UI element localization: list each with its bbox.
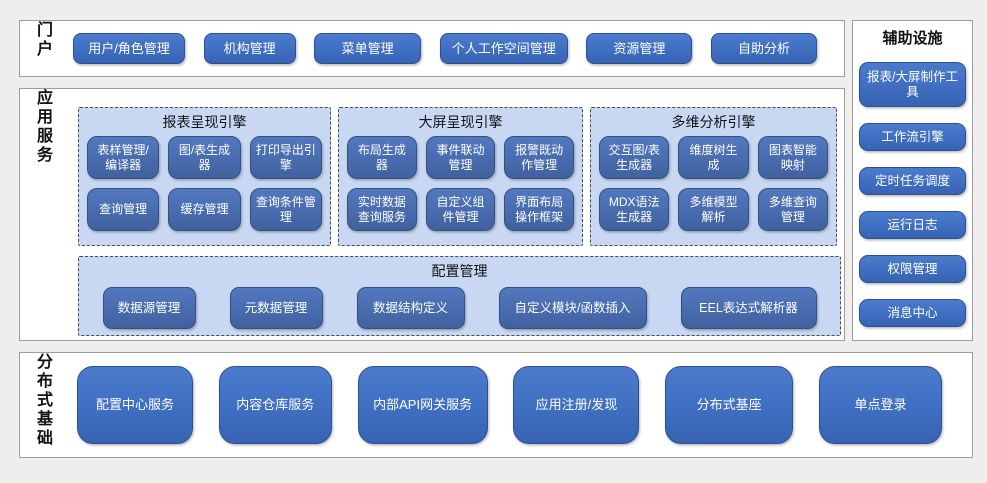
- item-run-log[interactable]: 运行日志: [859, 211, 966, 239]
- item-ui-layout-operation-framework[interactable]: 界面布局操作框架: [504, 188, 574, 231]
- distributed-foundation-section: 分布式基础 配置中心服务 内容仓库服务 内部API网关服务 应用注册/发现 分布…: [19, 352, 973, 458]
- portal-item-menu-mgmt[interactable]: 菜单管理: [314, 33, 422, 64]
- panel-title: 配置管理: [431, 263, 488, 279]
- portal-item-org-mgmt[interactable]: 机构管理: [203, 33, 296, 64]
- item-query-mgmt[interactable]: 查询管理: [87, 188, 160, 231]
- engine-panels: 报表呈现引擎 表样管理/编译器 图/表生成器 打印导出引擎 查询管理 缓存管理 …: [78, 107, 837, 246]
- item-internal-api-gateway-service[interactable]: 内部API网关服务: [357, 366, 488, 444]
- item-realtime-data-query-service[interactable]: 实时数据查询服务: [347, 188, 417, 231]
- item-style-mgmt-compiler[interactable]: 表样管理/编译器: [87, 136, 160, 179]
- portal-item-user-role-mgmt[interactable]: 用户/角色管理: [73, 33, 185, 64]
- item-multidim-query-mgmt[interactable]: 多维查询管理: [757, 188, 828, 231]
- item-event-linkage-mgmt[interactable]: 事件联动管理: [425, 136, 496, 179]
- item-cache-mgmt[interactable]: 缓存管理: [168, 188, 241, 231]
- portal-section-label: 门户: [34, 21, 51, 59]
- item-permission-mgmt[interactable]: 权限管理: [859, 255, 966, 283]
- portal-item-personal-workspace-mgmt[interactable]: 个人工作空间管理: [439, 33, 568, 64]
- item-interactive-chart-generator[interactable]: 交互图/表生成器: [599, 136, 670, 179]
- item-app-register-discovery[interactable]: 应用注册/发现: [513, 366, 640, 444]
- panel-title: 大屏呈现引擎: [418, 114, 503, 130]
- distributed-foundation-label: 分布式基础: [34, 353, 51, 448]
- item-query-condition-mgmt[interactable]: 查询条件管理: [249, 188, 322, 231]
- item-multidim-model-parsing[interactable]: 多维模型解析: [678, 188, 749, 231]
- app-services-section-label: 应用服务: [34, 89, 51, 165]
- panel-multidim-analysis-engine: 多维分析引擎 交互图/表生成器 维度树生成 图表智能映射 MDX语法生成器 多维…: [590, 107, 837, 246]
- distributed-button-row: 配置中心服务 内容仓库服务 内部API网关服务 应用注册/发现 分布式基座 单点…: [77, 353, 942, 457]
- panel-config-mgmt: 配置管理 数据源管理 元数据管理 数据结构定义 自定义模块/函数插入 EEL表达…: [78, 256, 841, 336]
- panel-bigscreen-render-engine: 大屏呈现引擎 布局生成器 事件联动管理 报警既动作管理 实时数据查询服务 自定义…: [338, 107, 583, 246]
- item-content-repository-service[interactable]: 内容仓库服务: [218, 366, 332, 444]
- item-eel-expression-parser[interactable]: EEL表达式解析器: [680, 287, 817, 329]
- item-data-structure-definition[interactable]: 数据结构定义: [356, 287, 465, 329]
- item-distributed-base[interactable]: 分布式基座: [665, 366, 794, 444]
- portal-section: 门户 用户/角色管理 机构管理 菜单管理 个人工作空间管理 资源管理 自助分析: [19, 20, 845, 77]
- portal-item-self-service-analysis[interactable]: 自助分析: [710, 33, 817, 64]
- auxiliary-facilities-title: 辅助设施: [882, 30, 943, 47]
- panel-grid: 布局生成器 事件联动管理 报警既动作管理 实时数据查询服务 自定义组件管理 界面…: [347, 136, 574, 231]
- app-services-section: 应用服务 报表呈现引擎 表样管理/编译器 图/表生成器 打印导出引擎 查询管理 …: [19, 88, 845, 341]
- panel-title: 多维分析引擎: [671, 114, 756, 130]
- portal-button-row: 用户/角色管理 机构管理 菜单管理 个人工作空间管理 资源管理 自助分析: [73, 21, 817, 76]
- item-chart-table-generator[interactable]: 图/表生成器: [168, 136, 241, 179]
- item-single-sign-on[interactable]: 单点登录: [818, 366, 942, 444]
- item-alarm-action-mgmt[interactable]: 报警既动作管理: [504, 136, 574, 179]
- panel-report-render-engine: 报表呈现引擎 表样管理/编译器 图/表生成器 打印导出引擎 查询管理 缓存管理 …: [78, 107, 331, 246]
- auxiliary-button-column: 报表/大屏制作工具 工作流引擎 定时任务调度 运行日志 权限管理 消息中心: [853, 62, 972, 327]
- item-config-center-service[interactable]: 配置中心服务: [77, 366, 193, 444]
- config-button-row: 数据源管理 元数据管理 数据结构定义 自定义模块/函数插入 EEL表达式解析器: [87, 287, 832, 329]
- panel-grid: 交互图/表生成器 维度树生成 图表智能映射 MDX语法生成器 多维模型解析 多维…: [599, 136, 828, 231]
- item-scheduled-task-scheduling[interactable]: 定时任务调度: [859, 167, 966, 195]
- item-message-center[interactable]: 消息中心: [859, 299, 966, 327]
- panel-title: 报表呈现引擎: [162, 114, 247, 130]
- item-report-bigscreen-authoring-tool[interactable]: 报表/大屏制作工具: [859, 62, 966, 107]
- item-custom-module-function-insert[interactable]: 自定义模块/函数插入: [498, 287, 647, 329]
- portal-item-resource-mgmt[interactable]: 资源管理: [586, 33, 693, 64]
- item-print-export-engine[interactable]: 打印导出引擎: [249, 136, 322, 179]
- item-chart-smart-mapping[interactable]: 图表智能映射: [757, 136, 828, 179]
- item-layout-generator[interactable]: 布局生成器: [347, 136, 417, 179]
- panel-grid: 表样管理/编译器 图/表生成器 打印导出引擎 查询管理 缓存管理 查询条件管理: [87, 136, 322, 231]
- item-metadata-mgmt[interactable]: 元数据管理: [229, 287, 323, 329]
- auxiliary-facilities-section: 辅助设施 报表/大屏制作工具 工作流引擎 定时任务调度 运行日志 权限管理 消息…: [852, 20, 973, 341]
- item-workflow-engine[interactable]: 工作流引擎: [859, 123, 966, 151]
- item-datasource-mgmt[interactable]: 数据源管理: [102, 287, 196, 329]
- item-mdx-syntax-generator[interactable]: MDX语法生成器: [599, 188, 670, 231]
- item-custom-component-mgmt[interactable]: 自定义组件管理: [425, 188, 496, 231]
- item-dimension-tree-generation[interactable]: 维度树生成: [678, 136, 749, 179]
